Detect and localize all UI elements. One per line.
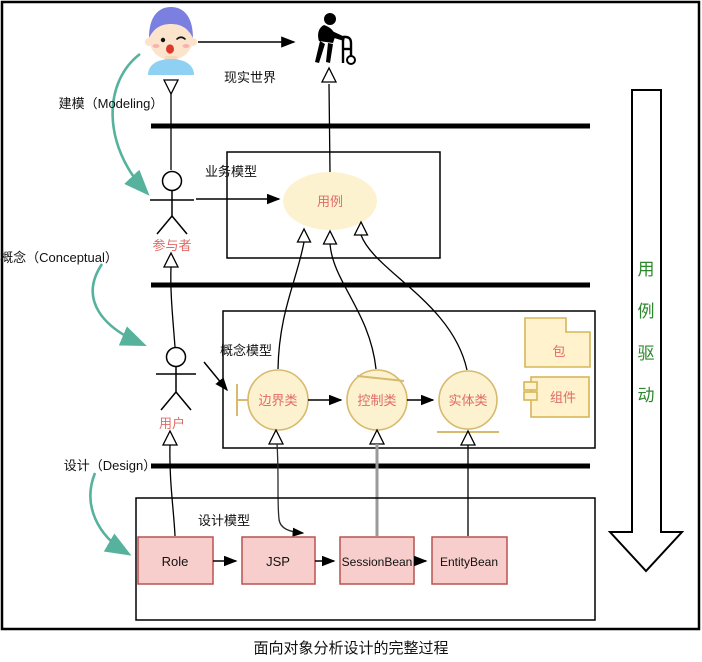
actor-participant	[150, 170, 194, 235]
use-case-driven-arrow	[607, 89, 685, 573]
participant-label: 参与者	[152, 238, 191, 253]
design-model-box	[135, 497, 596, 621]
business-model-box	[226, 151, 441, 259]
modeling-phase-label: 建模（Modeling）	[59, 96, 164, 111]
sessionbean-box	[339, 536, 415, 585]
design-phase-arrow	[89, 472, 132, 556]
conceptual-model-box	[222, 310, 596, 449]
conceptual-phase-arrow	[91, 263, 147, 347]
business-model-title: 业务模型	[205, 164, 257, 179]
package-shape	[524, 317, 591, 368]
boy-avatar-icon	[145, 7, 197, 75]
boundary-to-usecase-line	[277, 241, 305, 370]
component-label: 组件	[550, 390, 576, 405]
role-box	[137, 536, 214, 585]
use-case-label: 用例	[317, 194, 343, 209]
generalization-triangle-elderly	[320, 66, 338, 83]
component-shape	[530, 376, 590, 418]
control-stereotype-line	[356, 375, 405, 382]
real-world-label: 现实世界	[224, 70, 276, 85]
entity-class-label: 实体类	[448, 393, 487, 408]
big-arrow-char-2: 例	[638, 302, 655, 321]
component-tab-2	[523, 391, 538, 401]
sessionbean-label: SessionBean	[342, 555, 413, 569]
design-phase-label: 设计（Design）	[64, 458, 156, 473]
diagram-caption: 面向对象分析设计的完整过程	[253, 640, 448, 657]
generalization-triangle-avatar	[162, 79, 180, 96]
control-to-usecase-line	[329, 243, 377, 370]
modeling-phase-arrow	[111, 52, 150, 196]
big-arrow-char-3: 驱	[638, 344, 655, 363]
diagram-frame	[0, 0, 701, 631]
jsp-to-boundary-line	[276, 443, 305, 537]
control-class-label: 控制类	[357, 393, 396, 408]
user-label: 用户	[159, 416, 185, 431]
use-case-driven-label: 用 例 驱 动	[638, 260, 655, 405]
use-case-ellipse	[283, 172, 377, 230]
conceptual-phase-label: 概念（Conceptual）	[0, 250, 118, 265]
usecase-to-elderly-line	[328, 83, 331, 173]
component-tab-1	[523, 381, 538, 391]
entity-to-usecase-line	[360, 234, 468, 371]
role-to-user-line	[169, 444, 176, 537]
entitybean-label: EntityBean	[440, 555, 498, 569]
jsp-label: JSP	[266, 554, 290, 569]
role-label: Role	[162, 554, 189, 569]
entitybean-box	[431, 536, 508, 585]
actor-user	[156, 346, 196, 411]
conceptual-model-title: 概念模型	[220, 343, 272, 358]
boundary-class-label: 边界类	[258, 393, 297, 408]
elderly-person-with-walker-icon	[315, 13, 356, 65]
big-arrow-char-4: 动	[638, 386, 655, 405]
entity-class-circle	[438, 370, 498, 430]
user-to-participant-line	[170, 266, 176, 348]
generalization-triangle-boundary	[267, 428, 285, 445]
jsp-box	[241, 536, 316, 585]
package-label: 包	[552, 344, 565, 359]
design-model-title: 设计模型	[198, 513, 250, 528]
big-arrow-char-1: 用	[638, 260, 655, 279]
